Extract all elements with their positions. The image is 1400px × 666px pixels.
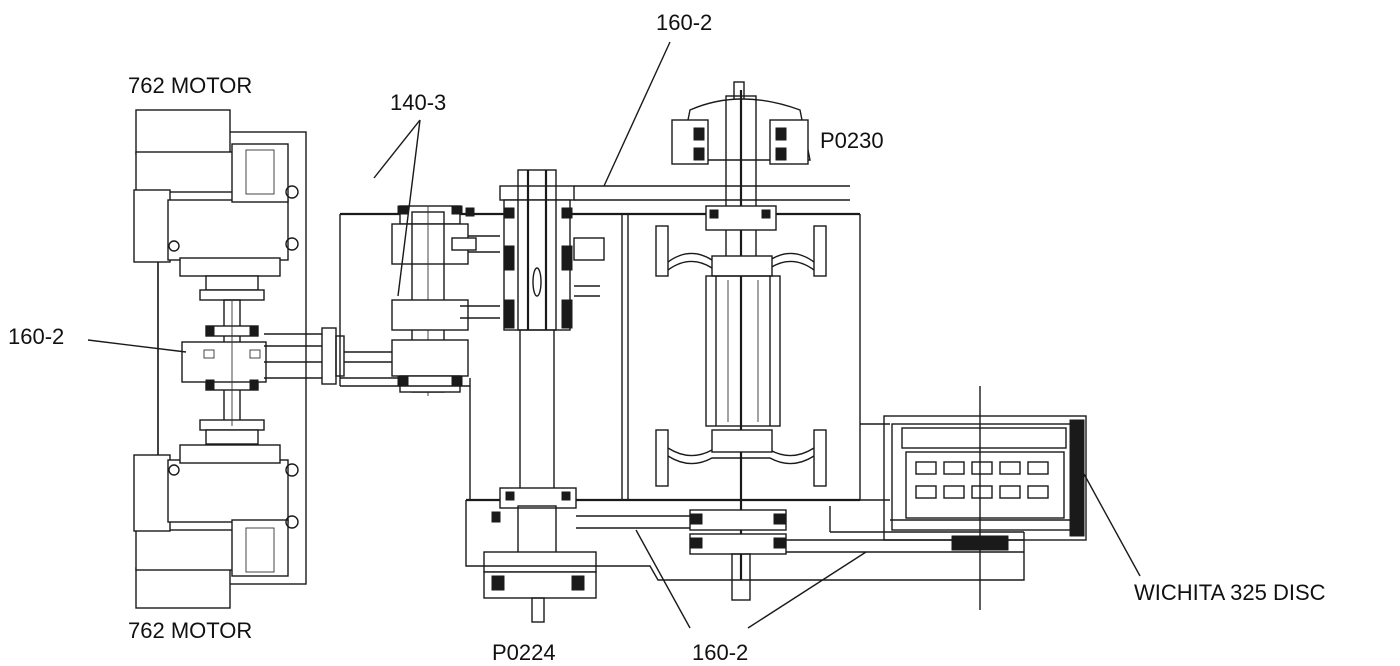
motor-bottom [133, 444, 299, 609]
gearbox-140-3 [340, 205, 860, 500]
label-bearing-p0224: P0224 [492, 640, 556, 665]
label-bearing-p0230: P0230 [820, 128, 884, 153]
lower-clutch [655, 429, 827, 487]
center-sprocket-assembly [499, 169, 850, 492]
bearing-p0224 [483, 487, 597, 623]
upper-clutch [655, 225, 827, 277]
label-chain-left: 160-2 [8, 324, 64, 349]
label-chain-bottom: 160-2 [692, 640, 748, 665]
label-coupling-140-3: 140-3 [390, 90, 446, 115]
motor-to-gearbox-shafts [264, 214, 400, 386]
label-motor-top: 762 MOTOR [128, 73, 252, 98]
motor-coupling-stack [181, 275, 267, 445]
leader-lines [87, 41, 1141, 629]
bearing-p0230 [671, 81, 811, 580]
label-wichita-disc: WICHITA 325 DISC [1134, 580, 1326, 605]
motor-top [133, 109, 299, 277]
lower-right-sprocket [689, 509, 787, 601]
label-chain-top: 160-2 [656, 10, 712, 35]
wichita-disc [860, 386, 1087, 610]
central-drum [705, 275, 781, 427]
label-motor-bottom: 762 MOTOR [128, 618, 252, 643]
